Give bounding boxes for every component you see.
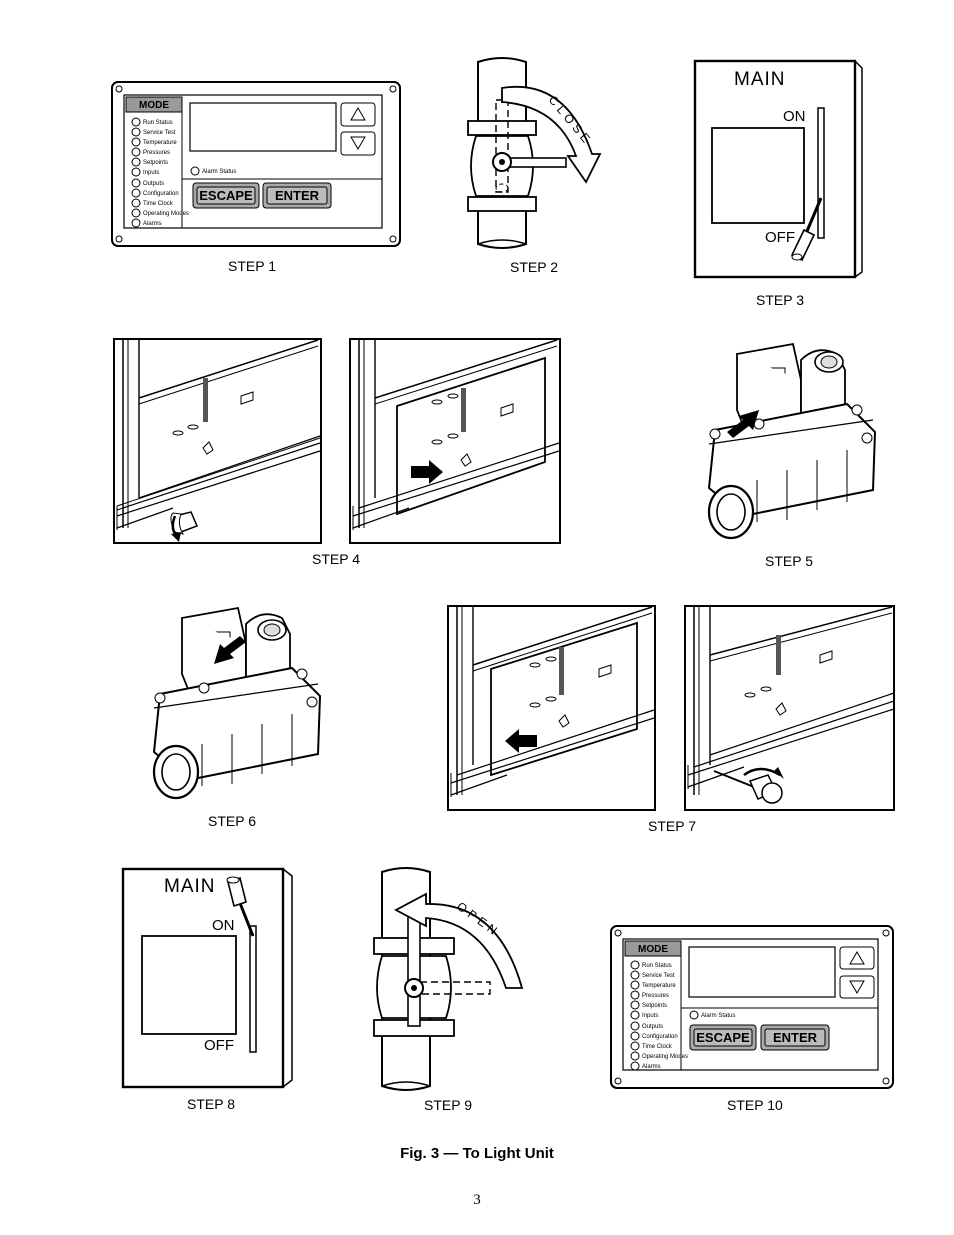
step-label: STEP 1: [228, 258, 276, 274]
off-label: OFF: [765, 229, 795, 246]
step-label: STEP 7: [648, 818, 696, 834]
gas-valve-open: OPEN: [366, 866, 528, 1096]
menu-item: Time Clock: [642, 1044, 673, 1050]
menu-item: Setpoints: [143, 160, 168, 166]
mode-label: MODE: [139, 100, 169, 111]
alarm-status-label: Alarm Status: [701, 1013, 735, 1019]
menu-item: Outputs: [642, 1024, 663, 1030]
main-label: MAIN: [164, 876, 216, 897]
menu-item: Alarms: [143, 221, 162, 227]
step-label: STEP 3: [756, 292, 804, 308]
on-label: ON: [783, 108, 806, 125]
menu-item: Inputs: [143, 170, 159, 176]
escape-button-label: ESCAPE: [199, 188, 253, 203]
step-label: STEP 9: [424, 1097, 472, 1113]
led-list: Run Status Service Test Temperature Pres…: [630, 960, 688, 1071]
figure-caption: Fig. 3 — To Light Unit: [400, 1145, 554, 1162]
menu-item: Run Status: [642, 963, 672, 969]
control-panel-step1: MODE Run Status Service Test Temperature…: [110, 80, 402, 248]
step-label: STEP 8: [187, 1096, 235, 1112]
menu-item: Configuration: [143, 191, 179, 197]
step-label: STEP 4: [312, 551, 360, 567]
gas-valve-body-step5: [697, 340, 883, 546]
main-switch-off: MAIN ON OFF: [692, 58, 864, 282]
menu-item: Time Clock: [143, 201, 174, 207]
escape-button-label: ESCAPE: [696, 1030, 750, 1045]
alarm-status-label: Alarm Status: [202, 169, 236, 175]
menu-item: Pressures: [143, 150, 170, 156]
menu-item: Run Status: [143, 120, 173, 126]
page-number: 3: [473, 1192, 481, 1208]
enter-button-label: ENTER: [275, 188, 320, 203]
menu-item: Alarms: [642, 1064, 661, 1070]
menu-item: Operating Modes: [143, 211, 189, 217]
led-list: Run Status Service Test Temperature Pres…: [131, 117, 189, 228]
menu-item: Configuration: [642, 1034, 678, 1040]
on-label: ON: [212, 917, 235, 934]
step-label: STEP 5: [765, 553, 813, 569]
unit-access-panel-c: [447, 605, 657, 812]
menu-item: Pressures: [642, 993, 669, 999]
main-label: MAIN: [734, 69, 786, 90]
gas-valve-body-step6: [148, 604, 334, 810]
menu-item: Inputs: [642, 1013, 658, 1019]
gas-valve-close: CLOSE: [462, 56, 612, 252]
enter-button-label: ENTER: [773, 1030, 818, 1045]
menu-item: Outputs: [143, 181, 164, 187]
control-panel-step10: MODE Run Status Service Test Temperature…: [609, 924, 895, 1090]
menu-item: Operating Modes: [642, 1054, 688, 1060]
off-label: OFF: [204, 1037, 234, 1054]
main-switch-on: MAIN ON OFF: [120, 866, 296, 1092]
step-label: STEP 2: [510, 259, 558, 275]
menu-item: Service Test: [143, 130, 176, 136]
menu-item: Setpoints: [642, 1003, 667, 1009]
unit-access-panel-a: [113, 338, 323, 545]
menu-item: Service Test: [642, 973, 675, 979]
mode-label: MODE: [638, 944, 668, 955]
step-label: STEP 10: [727, 1097, 783, 1113]
step-label: STEP 6: [208, 813, 256, 829]
unit-access-panel-b: [349, 338, 562, 545]
menu-item: Temperature: [642, 983, 676, 989]
unit-access-panel-d: [684, 605, 896, 812]
menu-item: Temperature: [143, 140, 177, 146]
